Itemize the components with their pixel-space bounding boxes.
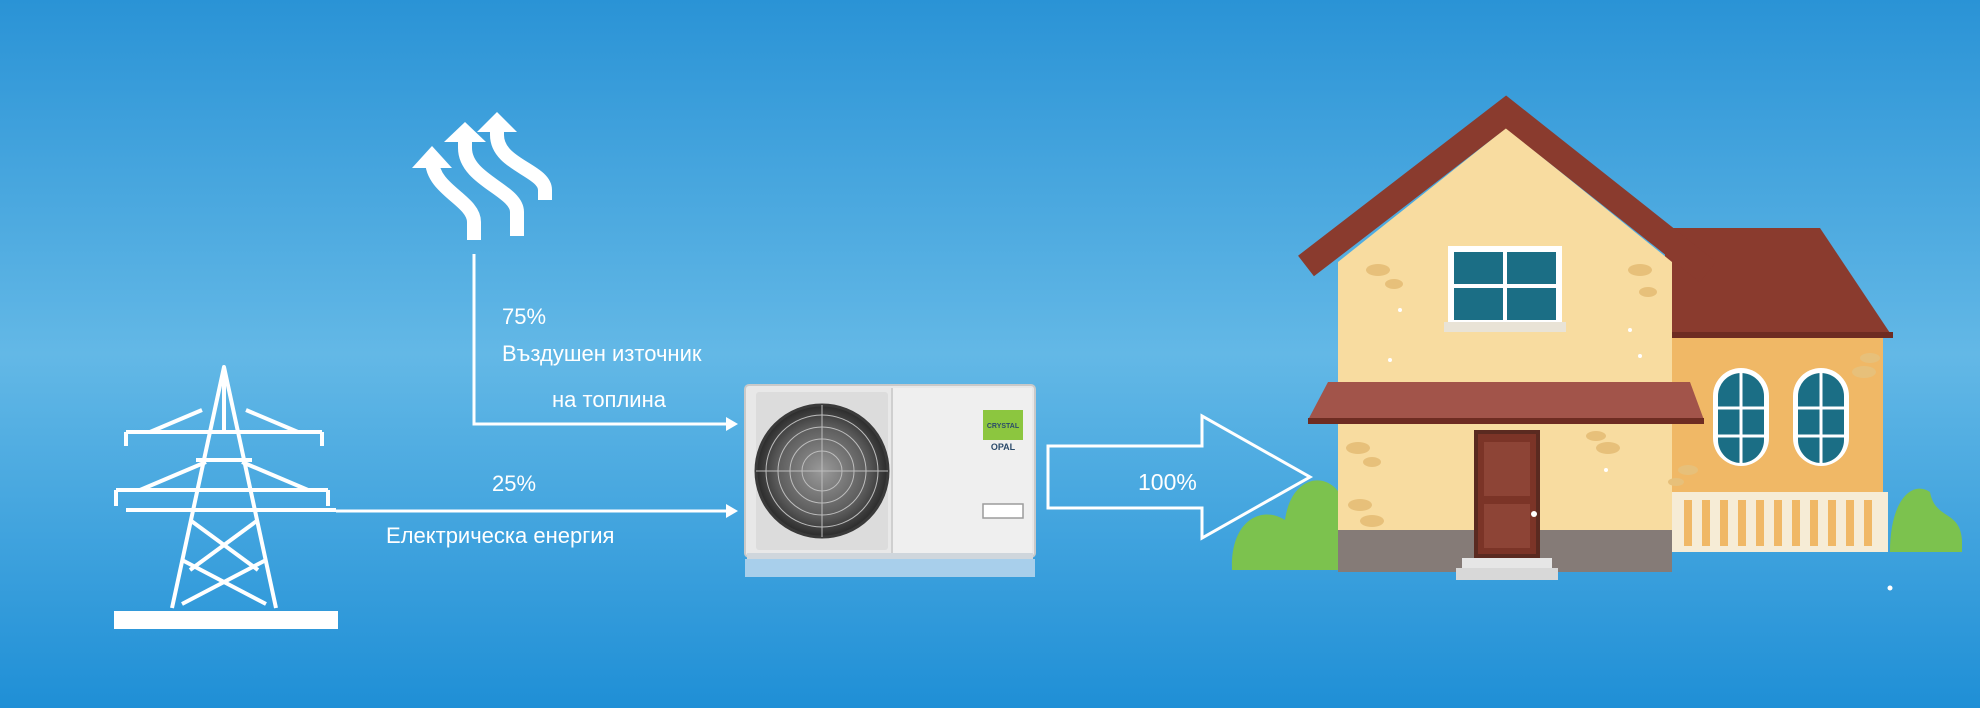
air-source-label-line1: Въздушен източник (502, 341, 702, 367)
air-source-percent: 75% (502, 304, 546, 330)
unit-brand: CRYSTAL (987, 423, 1020, 430)
output-percent: 100% (1138, 469, 1197, 495)
air-source-label-line2: на топлина (552, 387, 666, 413)
heat-pump-unit: CRYSTAL OPAL (745, 385, 1035, 577)
electric-label: Електрическа енергия (386, 523, 614, 549)
electric-percent: 25% (492, 471, 536, 497)
pylon-ground (114, 611, 338, 629)
unit-model: OPAL (991, 442, 1016, 452)
